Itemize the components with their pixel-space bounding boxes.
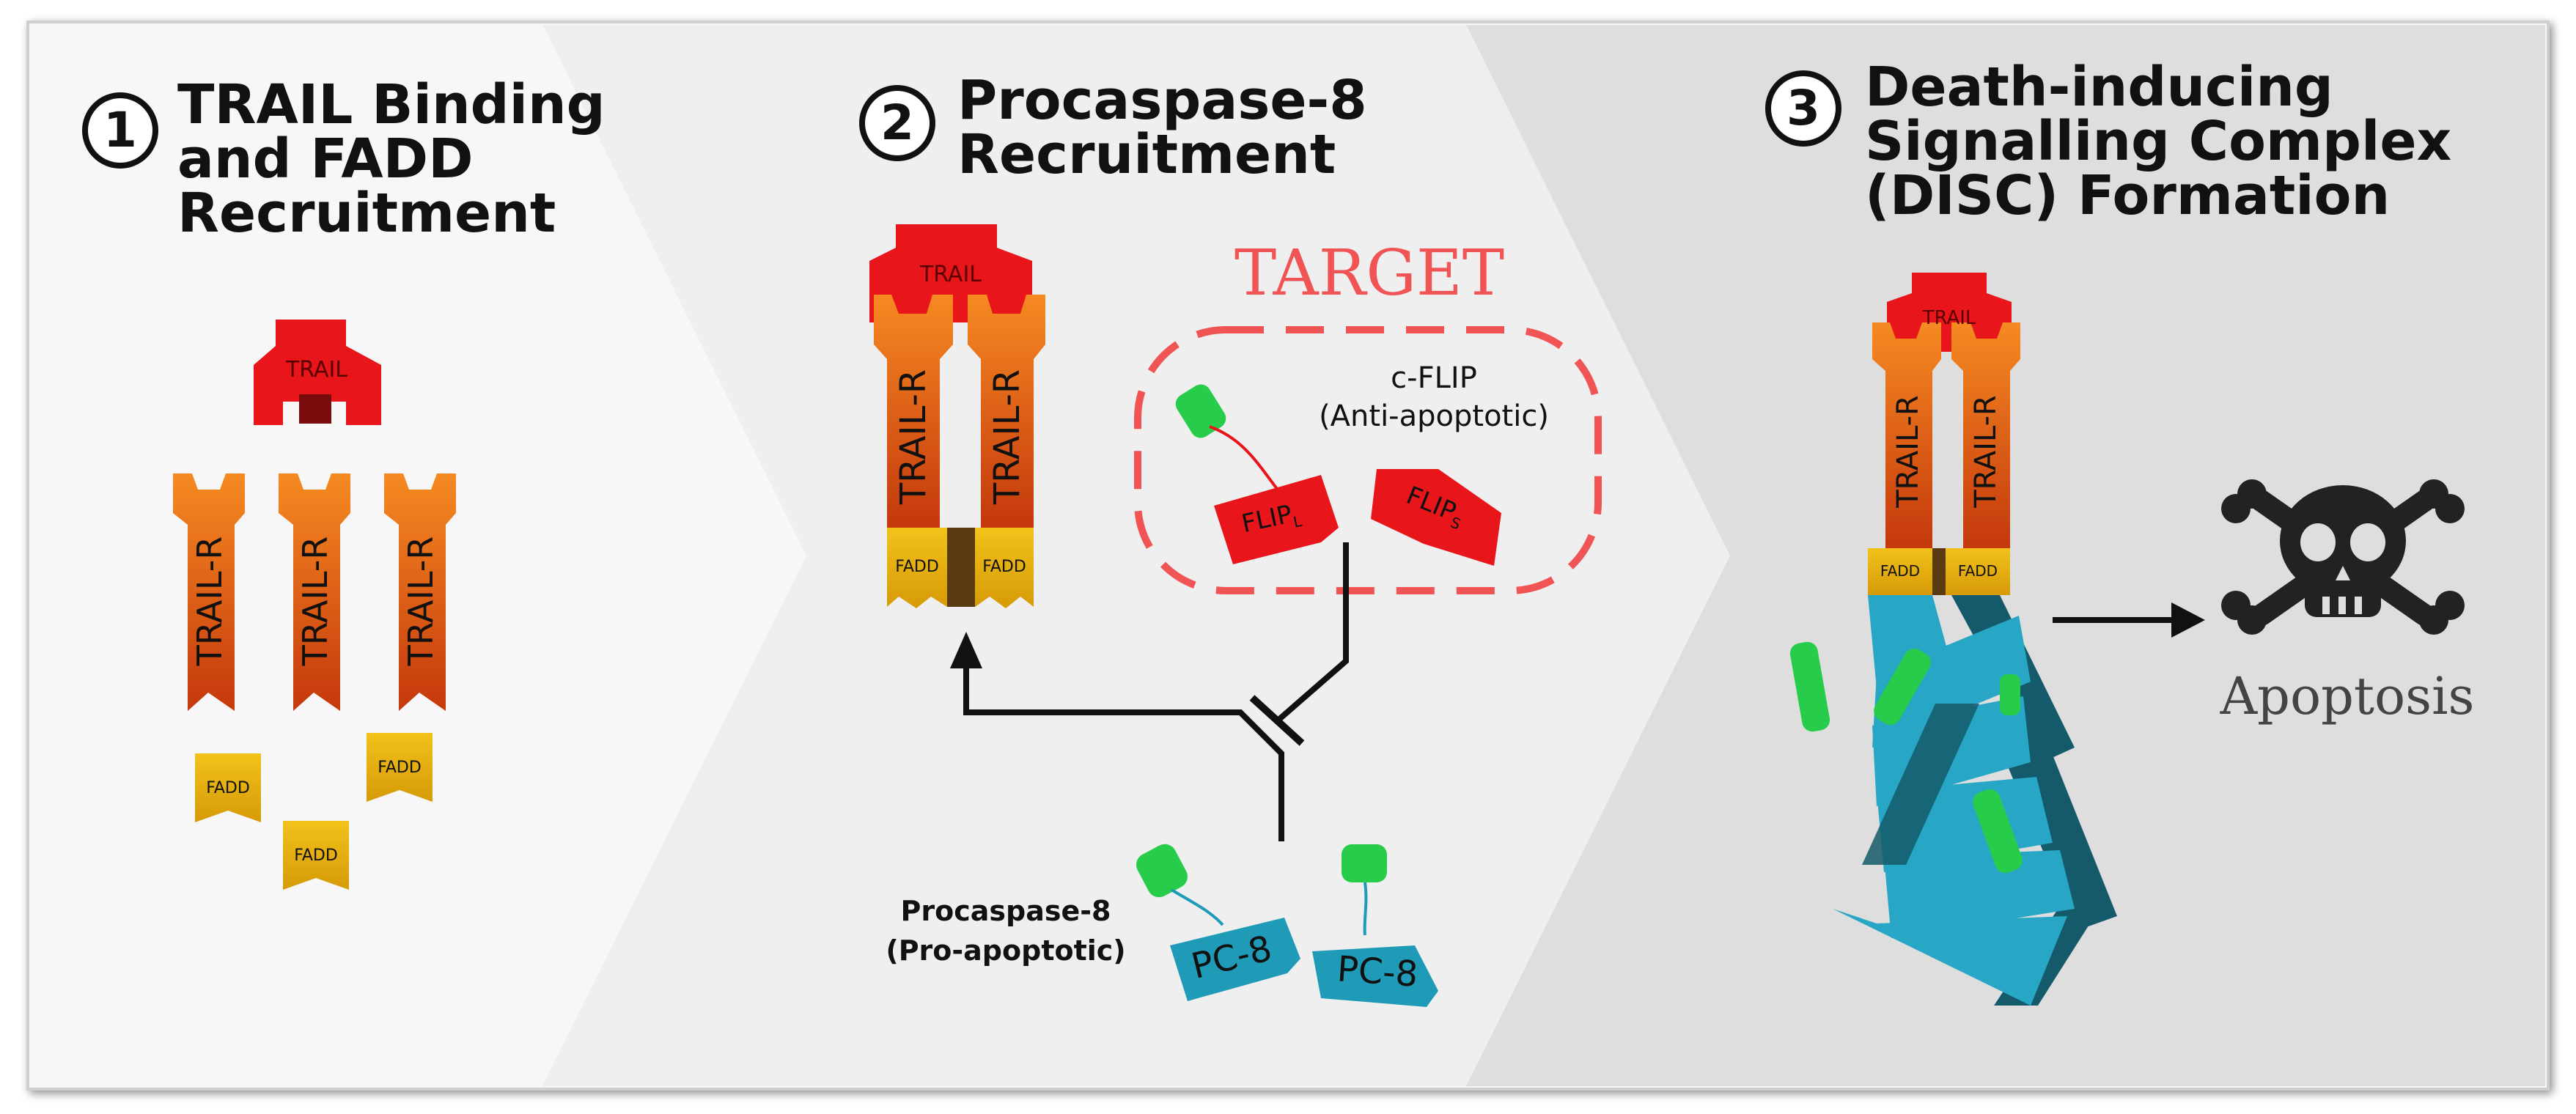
pc8-molecule-1 [1136,844,1300,1001]
receptor-label-2b: TRAIL-R [987,369,1028,505]
cflip-caption-line-1: c-FLIP [1391,361,1477,395]
procaspase-caption-line-2: (Pro-apoptotic) [886,934,1126,967]
cflip-caption: c-FLIP (Anti-apoptotic) [1287,359,1580,435]
step-3-title-line-2: Signalling Complex [1865,110,2452,173]
step-1-title-line-3: Recruitment [177,182,556,245]
fadd-label-free-3: FADD [294,846,338,865]
step-2-title-line-1: Procaspase-8 [957,69,1367,132]
flip-long [1175,384,1339,564]
step-2-number: 2 [859,85,935,161]
activation-arrowhead [950,632,982,668]
receptor-3b [1951,322,2020,548]
svg-labels: TRAIL TRAIL-R TRAIL-R TRAIL-R FADD FADD … [190,262,2003,995]
receptor-group-1 [173,473,456,711]
receptor-label-1a: TRAIL-R [190,536,229,667]
fadd-label-3a: FADD [1880,562,1920,580]
step-1-title-line-2: and FADD [177,128,474,191]
apoptosis-arrowhead [2171,602,2205,638]
step-3-title-line-1: Death-inducing [1865,56,2333,119]
trail-ligand-2 [869,224,1032,322]
step-1-title: TRAIL Binding and FADD Recruitment [177,78,606,240]
receptor-3a [1872,322,1941,548]
step-2-title: Procaspase-8 Recruitment [957,73,1367,182]
receptor-2a [874,295,953,528]
pc8-label-2: PC-8 [1336,948,1419,995]
panel-3-graphics [1789,273,2465,1006]
step-3-number: 3 [1765,70,1841,147]
fadd-free-group [195,733,433,890]
skull-crossbones-icon [2221,479,2465,635]
fadd-label-2a: FADD [895,558,939,576]
trail-ligand-3 [1887,273,2012,352]
step-1-number: 1 [82,92,158,169]
step-3-title: Death-inducing Signalling Complex (DISC)… [1865,60,2451,223]
procaspase-caption: Procaspase-8 (Pro-apoptotic) [874,891,1138,970]
receptor-label-3b: TRAIL-R [1969,395,2003,509]
receptor-label-1b: TRAIL-R [295,536,335,667]
disc-filament [1789,595,2117,1006]
receptor-2b [968,295,1045,528]
receptor-label-2a: TRAIL-R [893,369,934,505]
panel-2-graphics [869,224,1602,1007]
trail-label-3: TRAIL [1922,307,1976,329]
step-2-title-line-2: Recruitment [957,123,1336,186]
flip-short [1371,469,1501,566]
step-3-title-line-3: (DISC) Formation [1865,164,2391,227]
panel-1-graphics [173,320,456,890]
step-1-title-line-1: TRAIL Binding [177,73,606,136]
pc8-molecule-2 [1312,844,1438,1007]
receptor-label-3a: TRAIL-R [1891,395,1925,509]
activation-arrow-line [963,664,1284,841]
fadd-label-2b: FADD [982,558,1026,576]
target-box [1134,326,1602,594]
inhibition-line [1275,542,1349,724]
trail-label-2: TRAIL [919,262,982,287]
apoptosis-label: Apoptosis [2220,666,2475,726]
fadd-label-3b: FADD [1958,562,1998,580]
cflip-caption-line-2: (Anti-apoptotic) [1319,399,1549,433]
fadd-label-free-1: FADD [206,779,250,797]
target-label: TARGET [1234,237,1505,310]
fadd-label-free-2: FADD [378,759,422,777]
receptor-label-1c: TRAIL-R [401,536,441,667]
procaspase-caption-line-1: Procaspase-8 [900,895,1111,927]
trail-label-1: TRAIL [285,357,347,383]
trail-ligand-1 [254,320,381,425]
